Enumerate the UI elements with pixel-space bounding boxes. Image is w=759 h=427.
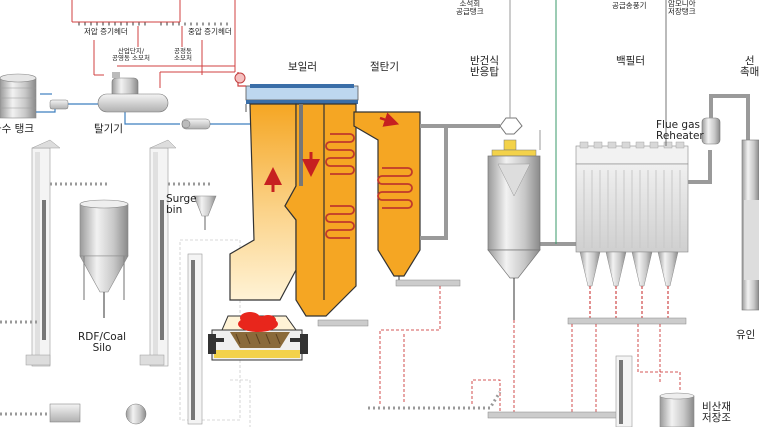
rdf-coal-silo-vessel xyxy=(79,199,129,318)
label-economizer: 절탄기 xyxy=(370,61,399,73)
steam-header-lines xyxy=(71,0,236,88)
label-ammonia-tank: 암모니아 저장탱크 xyxy=(668,0,696,16)
label-water-tank: 급수 탱크 xyxy=(0,123,34,135)
byproduct-storage-vessel xyxy=(615,355,695,427)
label-mid-pressure-header: 중압 증기헤더 xyxy=(188,27,232,36)
ash-lines xyxy=(379,286,681,416)
feed-pump-1 xyxy=(49,99,69,110)
label-plant-consumer: 공정동 소모처 xyxy=(174,47,192,62)
semi-dry-reactor-vessel xyxy=(487,139,541,320)
label-scr-catalyst: 선 촉매 xyxy=(740,55,759,79)
label-boiler: 보일러 xyxy=(288,61,317,73)
label-semi-dry-reactor: 반건식 반응탑 xyxy=(470,55,499,79)
bag-filter-unit xyxy=(575,141,689,318)
label-surge-bin: Surge bin xyxy=(166,193,197,217)
label-byproduct-storage: 비산재 저장조 xyxy=(702,401,731,425)
label-industrial-consumer: 산업단지/ 공영동 소모처 xyxy=(112,47,150,62)
label-sorbent-blower: 공급송풍기 xyxy=(612,1,647,10)
flue-gas-reheater-unit xyxy=(688,94,759,311)
bottom-left-equipment xyxy=(0,379,251,427)
deaerator-unit xyxy=(97,72,169,113)
boiler-assembly xyxy=(208,84,359,361)
feeder-elevator xyxy=(187,253,203,425)
surge-bin-vessel xyxy=(193,195,217,230)
economizer-unit xyxy=(353,111,421,282)
flue-gas-duct xyxy=(420,0,580,246)
feed-pump-2 xyxy=(181,118,211,130)
bucket-elevator-2 xyxy=(139,139,210,367)
label-bag-filter: 백필터 xyxy=(616,55,645,67)
feed-water-tank xyxy=(0,73,37,119)
label-rdf-silo: RDF/Coal Silo xyxy=(78,331,127,355)
label-lime-supply-tank: 소석회 공급탱크 xyxy=(456,0,484,16)
label-induced-fan: 유인 xyxy=(736,329,756,341)
bucket-elevator-1 xyxy=(25,139,110,367)
label-flue-gas-reheater: Flue gas Reheater xyxy=(656,119,704,143)
label-low-pressure-header: 저압 증기헤더 xyxy=(84,27,128,36)
label-deaerator: 탈기기 xyxy=(94,123,123,135)
